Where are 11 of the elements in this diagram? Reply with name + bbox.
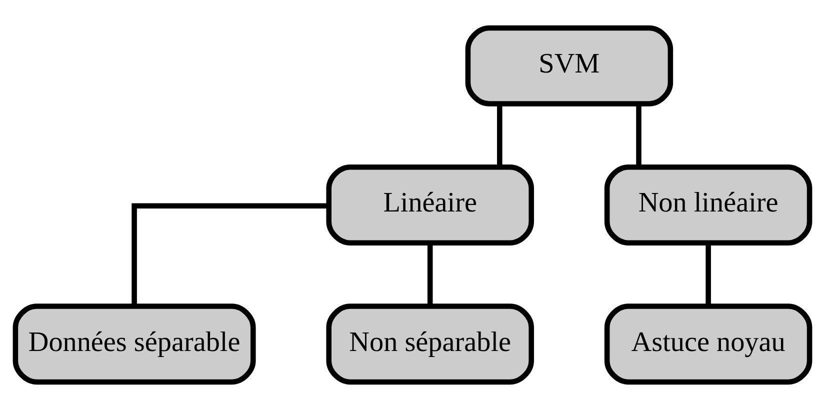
node-box: Non séparable bbox=[326, 303, 534, 384]
node-box: Linéaire bbox=[326, 164, 534, 245]
node-box: Astuce noyau bbox=[604, 303, 812, 384]
connector bbox=[497, 103, 502, 167]
node-box: SVM bbox=[465, 24, 674, 106]
connector bbox=[427, 242, 433, 306]
connector bbox=[132, 202, 328, 306]
connector bbox=[706, 242, 711, 306]
connector bbox=[636, 103, 642, 167]
node-box: Données séparable bbox=[12, 303, 256, 384]
node-box: Non linéaire bbox=[604, 164, 812, 245]
